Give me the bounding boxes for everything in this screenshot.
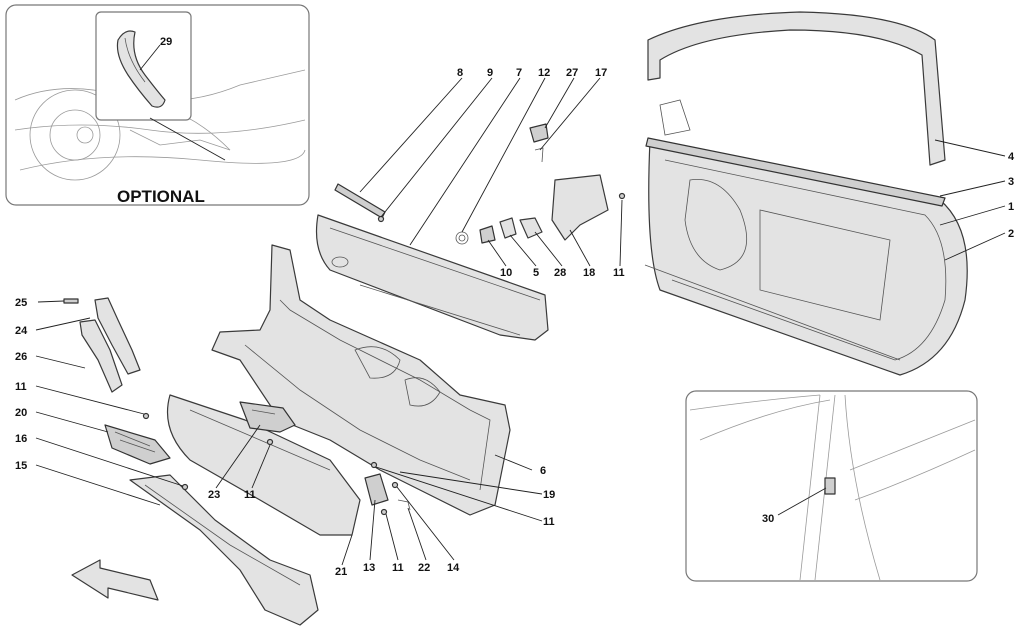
- armrest-21: [166, 394, 361, 536]
- callout-27: 27: [566, 67, 578, 79]
- front-direction-arrow: [71, 559, 159, 601]
- callout-12: 12: [538, 67, 550, 79]
- callout-25: 25: [15, 297, 27, 309]
- trim-strip-8: [334, 183, 386, 223]
- callout-11-e: 11: [392, 562, 404, 574]
- seal-detail-inset: 30: [685, 390, 978, 582]
- callout-19: 19: [543, 489, 555, 501]
- switch-panel-23: [239, 401, 296, 433]
- optional-label: OPTIONAL: [117, 187, 205, 206]
- callout-11-c: 11: [244, 489, 256, 501]
- callout-1: 1: [1008, 201, 1014, 213]
- callout-29: 29: [160, 36, 172, 48]
- callout-20: 20: [15, 407, 27, 419]
- optional-inset: 29 OPTIONAL: [5, 4, 310, 206]
- callout-11-b: 11: [15, 381, 27, 393]
- callout-30: 30: [762, 513, 774, 525]
- callout-5: 5: [533, 267, 539, 279]
- callout-21: 21: [335, 566, 347, 578]
- callout-24: 24: [15, 325, 28, 337]
- callout-13: 13: [363, 562, 375, 574]
- door-pocket-15: [129, 474, 319, 626]
- callout-28: 28: [554, 267, 566, 279]
- callout-2: 2: [1008, 228, 1014, 240]
- callout-11-a: 11: [613, 267, 625, 279]
- callout-9: 9: [487, 67, 493, 79]
- callout-11-d: 11: [543, 516, 555, 528]
- door-panel-6: [211, 244, 511, 516]
- callout-22: 22: [418, 562, 430, 574]
- callout-4: 4: [1008, 151, 1015, 163]
- callout-6: 6: [540, 465, 546, 477]
- speaker-grille-20: [104, 424, 171, 465]
- callout-numbers: 8 9 7 12 27 17 4 3 1 2 10 5 28 18 11 25 …: [15, 67, 1015, 578]
- grab-handle-24: [63, 297, 141, 393]
- callout-23: 23: [208, 489, 220, 501]
- callout-3: 3: [1008, 176, 1014, 188]
- callout-17: 17: [595, 67, 607, 79]
- small-hardware: [455, 123, 626, 245]
- callout-15: 15: [15, 460, 27, 472]
- callout-7: 7: [516, 67, 522, 79]
- callout-8: 8: [457, 67, 463, 79]
- callout-14: 14: [447, 562, 460, 574]
- callout-16: 16: [15, 433, 27, 445]
- callout-26: 26: [15, 351, 27, 363]
- lower-hardware: [142, 412, 411, 516]
- callout-10: 10: [500, 267, 512, 279]
- door-shell: [644, 11, 968, 376]
- callout-18: 18: [583, 267, 595, 279]
- leader-lines: [35, 77, 1006, 566]
- upper-panel-7: [315, 214, 549, 341]
